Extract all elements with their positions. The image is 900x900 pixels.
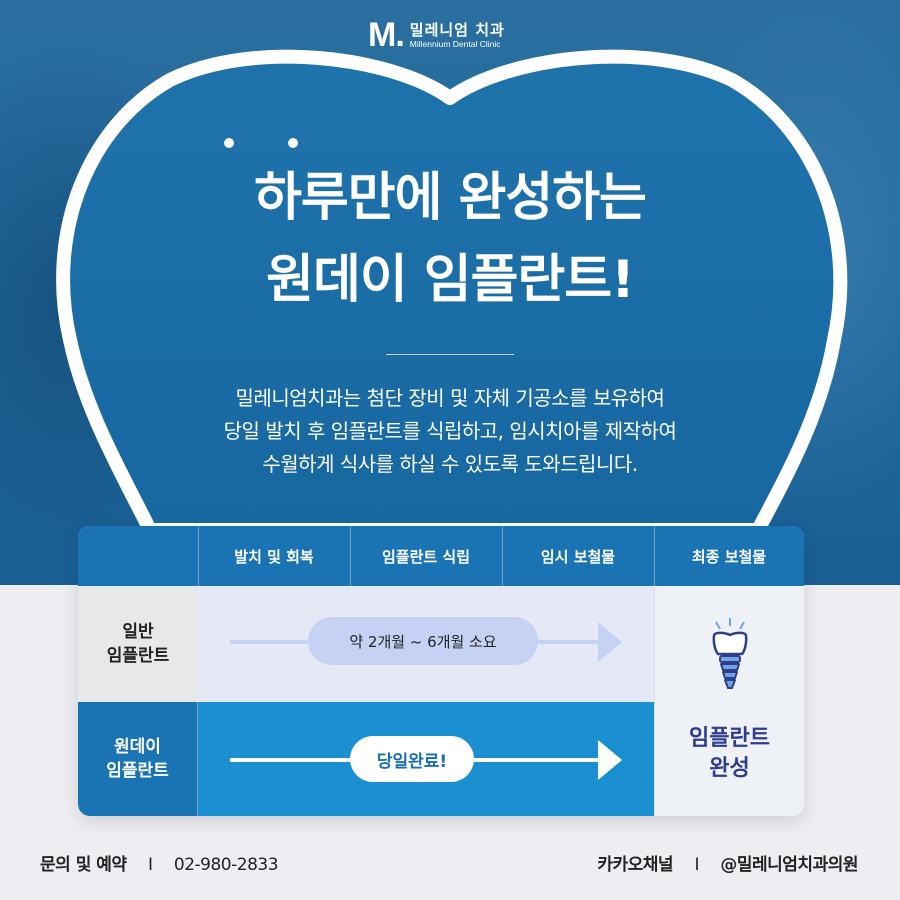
- footer-contact: 문의 및 예약 I 02-980-2833: [40, 850, 279, 875]
- final-result-line: 임플란트: [689, 726, 770, 751]
- headline-line1: 하루만에 완성하는: [254, 168, 647, 228]
- headline-line2: 원데이 임플란트!: [266, 250, 635, 310]
- duration-pill-oneday: 당일완료!: [350, 736, 474, 782]
- divider: [386, 354, 514, 355]
- kakao-channel-id[interactable]: @밀레니엄치과의원: [720, 855, 858, 875]
- emphasis-dot: [288, 138, 298, 148]
- header-divider: [502, 526, 503, 586]
- contact-label: 문의 및 예약: [40, 855, 127, 875]
- row-label-oneday-implant: 원데이 임플란트: [78, 702, 198, 816]
- footer-separator: I: [147, 855, 153, 875]
- duration-pill-regular: 약 2개월 ~ 6개월 소요: [308, 617, 538, 665]
- final-result-cell: 임플란트 완성: [654, 586, 804, 816]
- tooth-implant-icon: [712, 618, 747, 689]
- logo-name-english: Millennium Dental Clinic: [409, 39, 501, 49]
- description-line3: 수월하게 식사를 하실 수 있도록 도와드립니다.: [262, 452, 638, 476]
- header-placement: 임플란트 식립: [381, 547, 471, 566]
- row-label-line: 원데이: [114, 737, 161, 757]
- header-divider: [350, 526, 351, 586]
- final-result-line: 완성: [709, 756, 750, 781]
- description-line2: 당일 발치 후 임플란트를 식립하고, 임시치아를 제작하여: [223, 419, 677, 443]
- final-result-label: 임플란트 완성: [689, 724, 770, 784]
- header-final: 최종 보철물: [691, 547, 767, 566]
- footer-separator: I: [694, 855, 699, 875]
- header-divider: [198, 526, 199, 586]
- logo-text: 밀레니엄 치과 Millennium Dental Clinic: [410, 21, 505, 49]
- header-divider: [654, 526, 655, 586]
- clinic-logo[interactable]: M. 밀레니엄 치과 Millennium Dental Clinic: [368, 18, 505, 52]
- row-label-line: 임플란트: [106, 646, 170, 666]
- phone-number[interactable]: 02-980-2833: [173, 855, 279, 875]
- logo-name-korean: 밀레니엄 치과: [409, 21, 505, 39]
- row-label-line: 일반: [122, 622, 154, 642]
- header-temporary: 임시 보철물: [540, 547, 616, 566]
- emphasis-dot: [224, 138, 234, 148]
- table-header-row: 발치 및 회복 임플란트 식립 임시 보철물 최종 보철물: [78, 526, 804, 586]
- kakao-label: 카카오채널: [597, 855, 674, 875]
- comparison-table: 발치 및 회복 임플란트 식립 임시 보철물 최종 보철물 일반 임플란트 약 …: [78, 526, 804, 816]
- logo-mark: M.: [368, 16, 405, 54]
- header-extraction: 발치 및 회복: [234, 547, 314, 566]
- row-label-line: 임플란트: [106, 761, 169, 781]
- description-line1: 밀레니엄치과는 첨단 장비 및 자체 기공소를 보유하여: [235, 386, 665, 410]
- row-label-regular-implant: 일반 임플란트: [78, 586, 198, 702]
- footer-kakao: 카카오채널 I @밀레니엄치과의원: [597, 850, 858, 875]
